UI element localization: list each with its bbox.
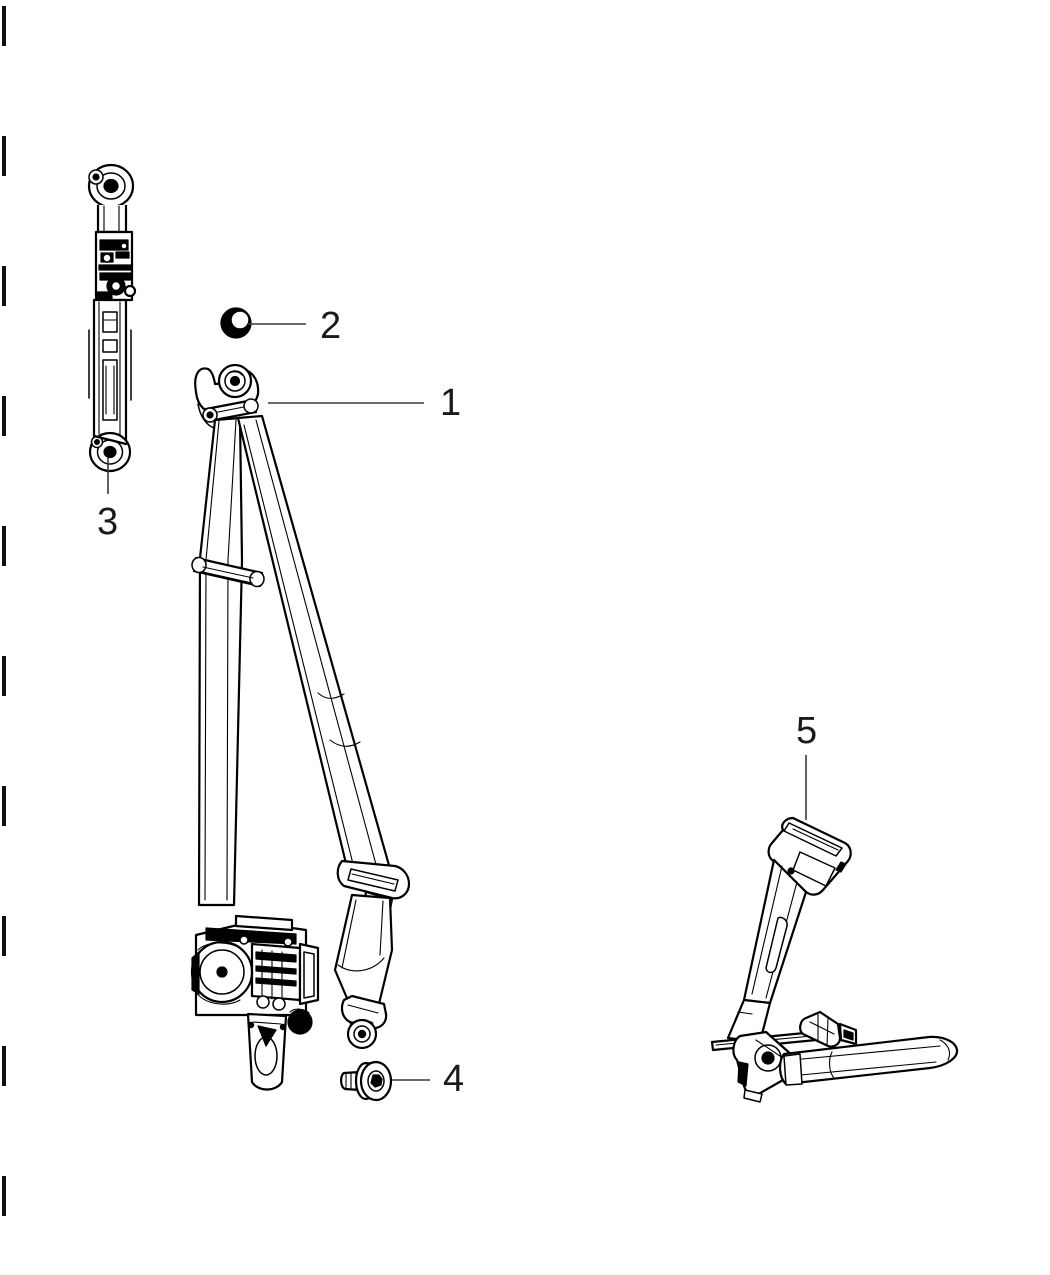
binding-tick-mark: [2, 786, 6, 826]
binding-tick-mark: [2, 396, 6, 436]
binding-tick-mark: [2, 656, 6, 696]
part-belt-retractor-assembly: [190, 363, 411, 1091]
callout-leader-lines: [107, 323, 807, 1081]
retractor-mechanism: [190, 914, 320, 1091]
binding-tick-mark: [2, 1176, 6, 1216]
callout-number-5: 5: [796, 710, 818, 752]
binding-tick-mark: [2, 266, 6, 306]
part-buckle-assembly: [710, 816, 959, 1103]
callout-number-4: 4: [443, 1058, 465, 1100]
binding-tick-mark: [2, 1046, 6, 1086]
callout-number-3: 3: [97, 501, 119, 543]
binding-tick-mark: [2, 6, 6, 46]
binding-tick-mark: [2, 136, 6, 176]
callout-number-1: 1: [440, 382, 462, 424]
part-anchor-nut: [220, 307, 252, 339]
binding-tick-mark: [2, 916, 6, 956]
part-mounting-bolt: [340, 1060, 393, 1102]
callout-number-2: 2: [320, 305, 342, 347]
binding-tick-mark: [2, 526, 6, 566]
part-pretensioner-assembly: [87, 163, 137, 473]
